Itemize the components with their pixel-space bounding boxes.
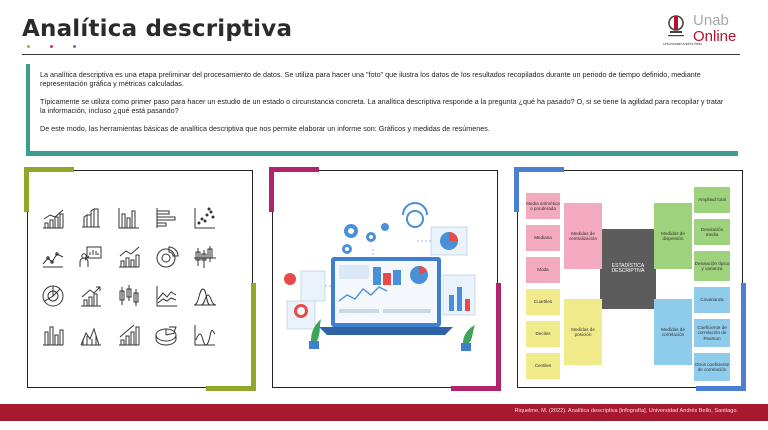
unab-online-logo: Universidad Andrés Bello Unab Online <box>663 12 745 46</box>
panel-accent-top <box>514 167 564 172</box>
panel-accent-bottom <box>451 386 501 391</box>
footer-bar: Riquelme, M. (2022). Analítica descripti… <box>0 404 768 421</box>
mindmap-item-deciles: Deciles <box>526 321 560 347</box>
mindmap-center: ESTADÍSTICA DESCRIPTIVA <box>600 229 656 309</box>
unab-emblem-icon <box>668 15 684 37</box>
mindmap-item-covarianza: Covarianza <box>694 287 730 313</box>
logo-university-line: Universidad Andrés Bello <box>663 42 703 46</box>
box-plot-icon <box>119 285 139 306</box>
panel-accent-left <box>514 167 519 212</box>
panel-accent-top <box>269 167 319 172</box>
growth-arrow-icon <box>81 286 101 307</box>
page-title: Analítica descriptiva <box>22 16 293 42</box>
mindmap-item-mediana: Mediana <box>526 225 560 251</box>
chart-icon-grid <box>40 205 228 348</box>
dot-green <box>27 45 30 48</box>
mountain-chart-icon <box>80 327 101 346</box>
mindmap-hub-correlacion: Medidas de correlación <box>654 299 692 365</box>
bar-growth-icon <box>43 209 64 229</box>
title-divider <box>22 54 740 55</box>
bar-chart-icon <box>118 208 139 229</box>
mindmap-item-cuartiles: Cuartiles <box>526 289 560 315</box>
dot-blue <box>73 45 76 48</box>
target-chart-icon <box>42 285 64 307</box>
panel-accent-right <box>251 283 256 391</box>
scatter-icon <box>194 207 215 229</box>
horizontal-bars-icon <box>156 208 176 228</box>
logo-unab-text: Unab <box>693 12 729 29</box>
laptop-dashboard-illustration <box>284 202 476 351</box>
mindmap-hub-dispersion: Medidas de dispersión <box>654 203 692 269</box>
mindmap-hub-centralizacion: Medidas de centralización <box>564 203 602 269</box>
dot-magenta <box>50 45 53 48</box>
panel-accent-right <box>496 283 501 391</box>
line-trend-icon <box>42 252 64 268</box>
mindmap-item-otros: Otros coeficiente de correlación <box>694 353 730 381</box>
intro-paragraph-2: Típicamente se utiliza como primer paso … <box>40 97 724 115</box>
chart-icons-panel <box>24 167 256 391</box>
bell-curve-icon <box>193 288 217 306</box>
logo-online-text: Online <box>693 28 737 45</box>
intro-paragraph-3: De este modo, las herramientas básicas d… <box>40 124 490 133</box>
footer-citation: Riquelme, M. (2022). Analítica descripti… <box>514 408 738 414</box>
panel-accent-bottom <box>206 386 256 391</box>
mindmap-item-desviacion-tipica: Desviación típica y varianza <box>694 251 730 281</box>
panel-accent-left <box>24 167 29 212</box>
analytics-illustration-panel <box>269 167 501 391</box>
candlestick-icon <box>194 246 216 268</box>
mindmap-item-pearson: Coeficiente de correlación de Pearson <box>694 319 730 347</box>
title-dots <box>27 45 76 48</box>
intro-paragraph-1: La analítica descriptiva es una etapa pr… <box>40 70 701 88</box>
panel-accent-right <box>741 283 746 391</box>
mindmap-item-centiles: Centiles <box>526 353 560 379</box>
3d-bars-icon <box>82 208 100 228</box>
mindmap-hub-posicion: Medidas de posición <box>564 299 602 365</box>
panel-accent-top <box>24 167 74 172</box>
wave-line-icon <box>194 325 216 346</box>
mindmap-item-media: Media aritmética o ponderada <box>526 193 560 219</box>
mindmap-item-moda: Moda <box>526 257 560 283</box>
column-chart-icon <box>43 326 64 346</box>
presenter-chart-icon <box>79 246 102 267</box>
stair-bars-icon <box>119 324 140 346</box>
mindmap-item-amplitud: Amplitud total <box>694 187 730 213</box>
pie-donut-icon <box>156 246 179 268</box>
intro-box: La analítica descriptiva es una etapa pr… <box>26 64 738 156</box>
mindmap-item-desviacion-media: Desviación media <box>694 219 730 245</box>
area-line-icon <box>156 286 177 307</box>
pie-3d-icon <box>155 326 177 346</box>
bars-line-icon <box>119 246 140 268</box>
descriptive-stats-mindmap-panel: ESTADÍSTICA DESCRIPTIVA Media aritmética… <box>514 167 746 391</box>
panel-accent-bottom <box>696 386 746 391</box>
panel-accent-left <box>269 167 274 212</box>
